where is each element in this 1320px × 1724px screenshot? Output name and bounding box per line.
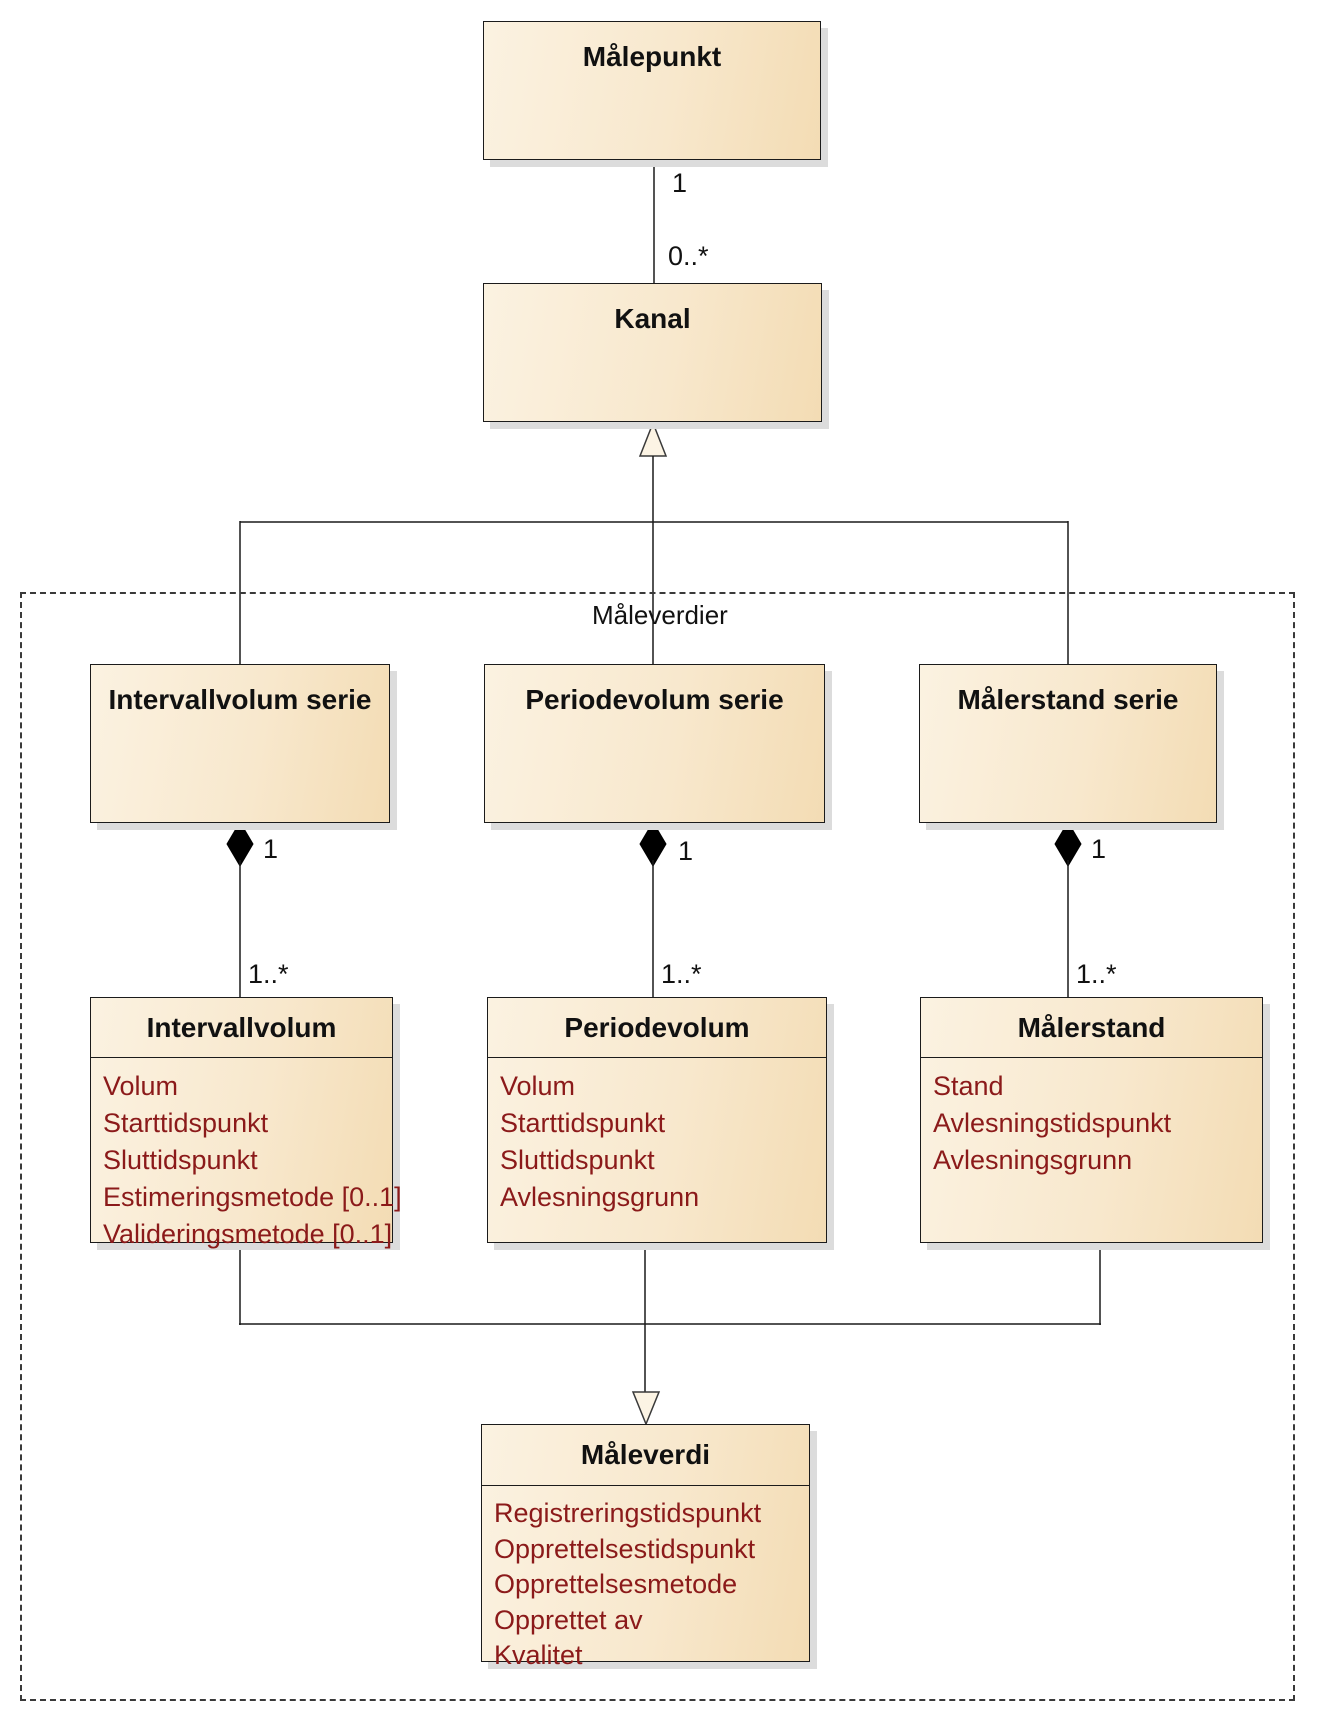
multiplicity-label-periodevolum-part: 1..* bbox=[661, 959, 702, 989]
multiplicity-label-malerstand-part: 1..* bbox=[1076, 959, 1117, 989]
multiplicity-label-malepunkt: 1 bbox=[672, 168, 688, 198]
multiplicity-label-intervallvolum-part: 1..* bbox=[248, 959, 289, 989]
attribute-item: Starttidspunkt bbox=[103, 1108, 269, 1138]
attribute-item: Starttidspunkt bbox=[500, 1108, 666, 1138]
attribute-item: Opprettelsestidspunkt bbox=[494, 1533, 756, 1564]
attribute-item: Valideringsmetode [0..1] bbox=[103, 1219, 393, 1249]
attribute-item: Volum bbox=[500, 1071, 576, 1101]
class-title: Måleverdi bbox=[482, 1425, 809, 1486]
class-title: Intervallvolum serie bbox=[108, 684, 372, 715]
attribute-item: Volum bbox=[103, 1071, 179, 1101]
class-title: Intervallvolum bbox=[91, 998, 392, 1058]
package-label: Måleverdier bbox=[592, 600, 728, 630]
attribute-item: Avlesningsgrunn bbox=[933, 1145, 1133, 1175]
class-title: Målerstand serie bbox=[957, 684, 1179, 715]
multiplicity-label-intervallvolumserie-whole: 1 bbox=[263, 834, 279, 864]
generalization-triangle-icon-maleverdi bbox=[631, 1391, 661, 1426]
attribute-item: Opprettelsesmetode bbox=[494, 1569, 738, 1599]
attribute-item: Registreringstidspunkt bbox=[494, 1498, 762, 1528]
multiplicity-label-periodevolumserie-whole: 1 bbox=[678, 836, 694, 866]
class-title: Periodevolum serie bbox=[525, 684, 784, 715]
attribute-item: Avlesningstidspunkt bbox=[933, 1108, 1172, 1138]
attribute-item: Opprettet av bbox=[494, 1604, 643, 1635]
class-malerstand-serie[interactable]: Målerstand serie bbox=[919, 664, 1217, 823]
package-boundary-maleverdier bbox=[20, 592, 1295, 1701]
class-title: Kanal bbox=[614, 303, 691, 334]
class-kanal[interactable]: Kanal bbox=[483, 283, 822, 422]
attribute-item: Kvalitet bbox=[494, 1640, 583, 1670]
generalization-triangle-icon-kanal bbox=[638, 420, 668, 457]
attribute-item: Sluttidspunkt bbox=[500, 1145, 655, 1175]
class-title: Målerstand bbox=[921, 998, 1262, 1058]
attribute-item: Stand bbox=[933, 1071, 1004, 1101]
attribute-item: Sluttidspunkt bbox=[103, 1145, 258, 1175]
class-title: Periodevolum bbox=[488, 998, 826, 1058]
attribute-item: Avlesningsgrunn bbox=[500, 1182, 700, 1212]
multiplicity-label-malerstandserie-whole: 1 bbox=[1091, 834, 1107, 864]
attribute-item: Estimeringsmetode [0..1] bbox=[103, 1182, 402, 1212]
class-intervallvolum-serie[interactable]: Intervallvolum serie bbox=[90, 664, 390, 823]
class-malepunkt[interactable]: Målepunkt bbox=[483, 21, 821, 160]
class-title: Målepunkt bbox=[582, 41, 722, 72]
multiplicity-label-kanal: 0..* bbox=[668, 241, 709, 271]
class-periodevolum-serie[interactable]: Periodevolum serie bbox=[484, 664, 825, 823]
